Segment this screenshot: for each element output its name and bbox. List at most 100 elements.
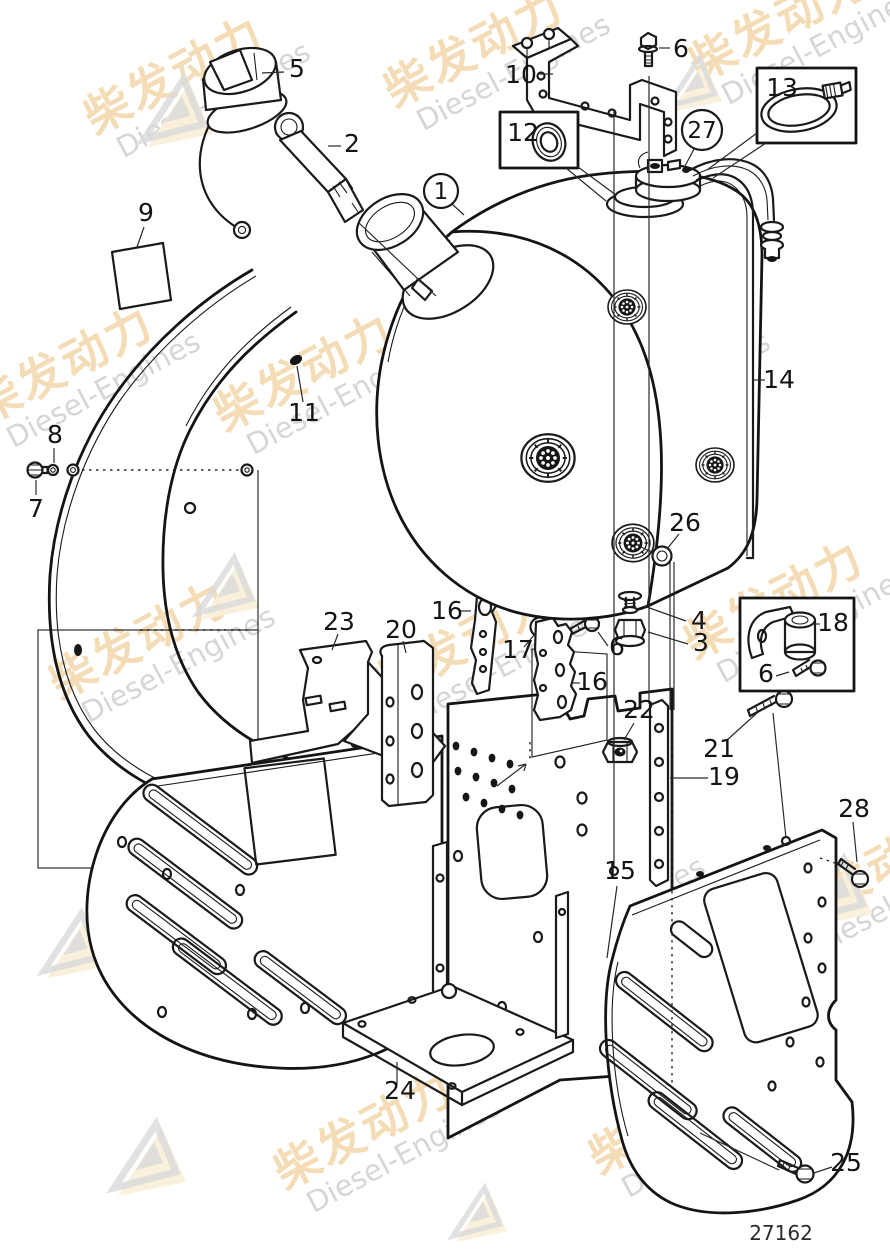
svg-text:19: 19: [708, 762, 740, 791]
callout-22: 22: [623, 695, 655, 741]
callout-18: 18: [812, 608, 849, 637]
svg-text:1: 1: [434, 179, 449, 205]
fuel-pipes: [688, 158, 785, 560]
plate-holes: [696, 835, 827, 1092]
callout-14: 14: [753, 365, 795, 394]
svg-text:3: 3: [693, 628, 709, 657]
callout-28: 28: [838, 794, 870, 863]
svg-text:20: 20: [385, 615, 417, 644]
callout-20: 20: [385, 615, 417, 654]
callout-10: 10: [505, 60, 553, 89]
decal-plate-9: [110, 241, 173, 311]
svg-text:6: 6: [758, 659, 774, 688]
svg-text:6: 6: [673, 34, 689, 63]
callout-8: 8: [47, 420, 63, 463]
callout-9: 9: [136, 198, 154, 248]
callout-6-middle: 6: [597, 631, 625, 661]
callout-23: 23: [323, 607, 355, 651]
watermark-logo-icon: [453, 1188, 507, 1242]
callout-2: 2: [328, 129, 360, 158]
plate-slot: [598, 920, 803, 1173]
bracket-16-right: [531, 616, 608, 758]
detail-box-13: [706, 66, 858, 179]
callout-25: 25: [813, 1148, 862, 1177]
nut-22: [601, 736, 639, 764]
svg-text:27: 27: [687, 118, 716, 144]
svg-text:28: 28: [838, 794, 870, 823]
hole-grid: [452, 741, 524, 820]
callout-1-circled: 1: [422, 172, 465, 216]
callout-3: 3: [647, 628, 709, 657]
svg-text:14: 14: [763, 365, 795, 394]
svg-text:16: 16: [576, 667, 608, 696]
fuel-cap: [198, 46, 288, 240]
bolt-21: [746, 689, 794, 718]
svg-text:2: 2: [344, 129, 360, 158]
svg-text:12: 12: [507, 118, 539, 147]
screw-and-washer: [26, 461, 80, 479]
detail-box-18: [738, 596, 856, 693]
svg-text:13: 13: [766, 73, 798, 102]
detail-box-12: [498, 110, 617, 202]
svg-text:8: 8: [47, 420, 63, 449]
svg-text:23: 23: [323, 607, 355, 636]
fuel-sender-unit: [605, 151, 702, 219]
callout-26: 26: [666, 508, 701, 550]
callout-27-circled: 27: [680, 108, 724, 167]
pipe-connector: [759, 220, 785, 262]
svg-text:15: 15: [604, 856, 636, 885]
leader-lines: [608, 76, 787, 1171]
callout-15: 15: [604, 856, 636, 959]
svg-text:21: 21: [703, 734, 735, 763]
callout-5: 5: [261, 54, 305, 83]
callouts: 5 2 1 9 10 6 12 13: [28, 34, 870, 1177]
end-plate-left: [85, 734, 444, 1070]
plug-4: [617, 590, 643, 615]
svg-text:11: 11: [288, 398, 320, 427]
svg-text:22: 22: [623, 695, 655, 724]
svg-text:24: 24: [384, 1076, 416, 1105]
spacer-bar-19: [648, 698, 670, 888]
callout-6-box: 6: [758, 659, 790, 688]
svg-text:5: 5: [289, 54, 305, 83]
fuel-tank: [355, 151, 785, 621]
callout-11: 11: [288, 365, 320, 427]
callout-17: 17: [502, 633, 536, 664]
callout-4: 4: [643, 605, 707, 635]
callout-16-right: 16: [572, 667, 608, 696]
bolt-6-box: [791, 658, 827, 678]
callout-13: 13: [766, 73, 798, 102]
bolt-25: [776, 1158, 815, 1184]
washer-26: [640, 545, 673, 567]
svg-text:10: 10: [505, 60, 537, 89]
svg-text:4: 4: [691, 606, 707, 635]
bracket-20: [379, 639, 435, 808]
callout-19: 19: [670, 762, 740, 791]
callout-24: 24: [384, 1062, 416, 1105]
drawing-number: 27162: [749, 1221, 813, 1245]
bracket-10: [511, 26, 678, 158]
nut-3: [613, 618, 647, 648]
callout-12: 12: [507, 118, 539, 147]
svg-text:6: 6: [609, 632, 625, 661]
svg-text:9: 9: [138, 198, 154, 227]
bolt-6-top: [637, 31, 659, 68]
callout-16-left: 16: [431, 596, 471, 625]
svg-text:26: 26: [669, 508, 701, 537]
bolt-28: [819, 857, 870, 889]
plate-slot: [125, 783, 348, 1026]
svg-text:18: 18: [817, 608, 849, 637]
svg-text:17: 17: [502, 635, 534, 664]
end-plate-right: [598, 828, 855, 1215]
callout-6-top: 6: [659, 34, 689, 63]
callout-7: 7: [28, 480, 44, 523]
svg-text:7: 7: [28, 494, 44, 523]
svg-text:16: 16: [431, 596, 463, 625]
callout-21: 21: [703, 712, 758, 763]
watermark-logo-icon: [114, 1124, 186, 1196]
svg-text:25: 25: [830, 1148, 862, 1177]
bracket-24: [341, 840, 575, 1107]
dipstick: [273, 111, 437, 297]
